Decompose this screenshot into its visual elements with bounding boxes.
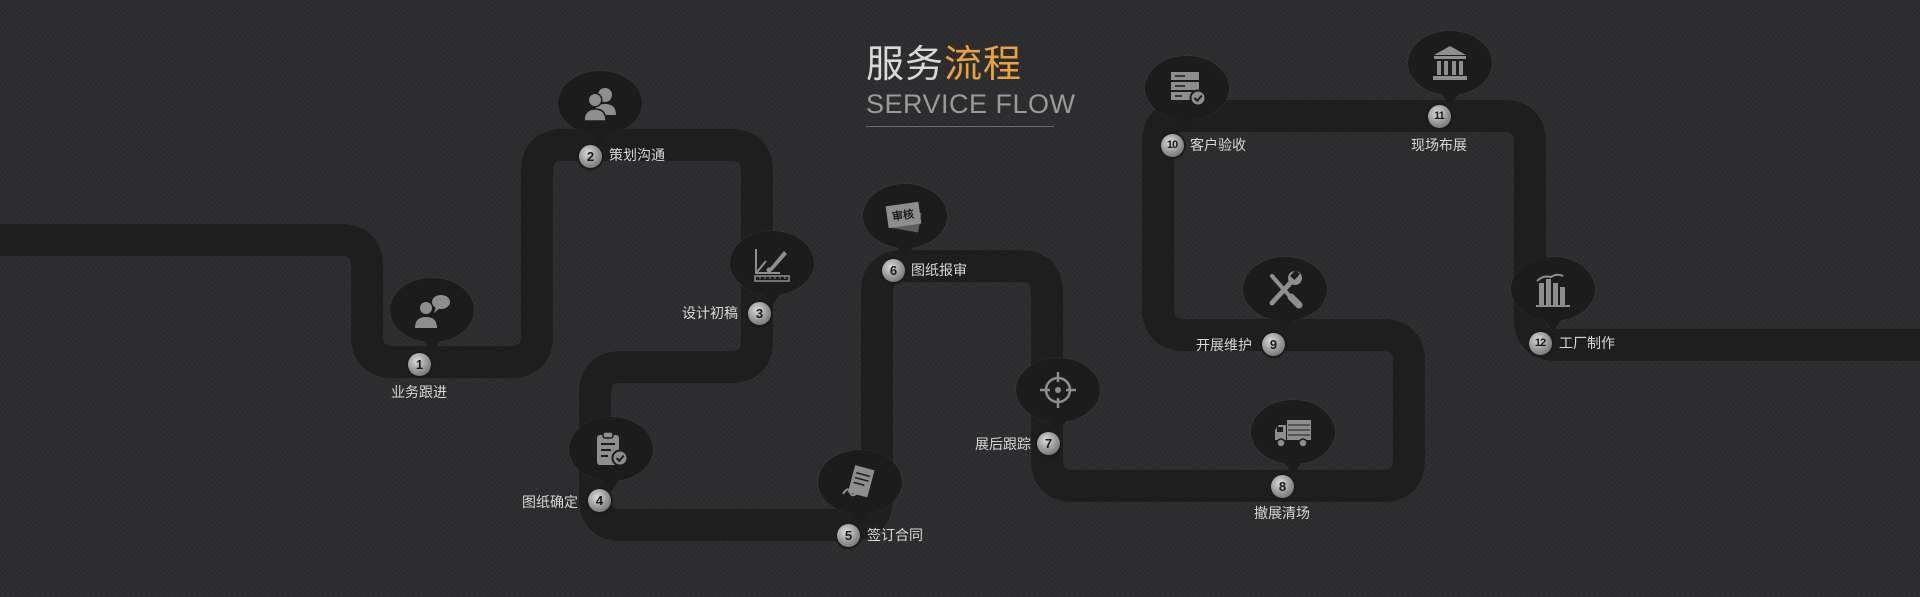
step-5-icon-bubble	[818, 450, 902, 525]
step-11-label: 现场布展	[1411, 138, 1467, 154]
title-underline	[866, 126, 1054, 127]
crosshair-icon	[1040, 372, 1076, 408]
step-6-label: 图纸报审	[911, 263, 967, 279]
design-brush-ruler-icon	[754, 249, 790, 282]
wrench-screwdriver-icon	[1269, 270, 1303, 309]
step-9-label: 开展维护	[1196, 338, 1252, 354]
step-2-number: 2	[578, 144, 602, 168]
step-4-label: 图纸确定	[522, 495, 578, 511]
title-cn-accent: 流程	[944, 42, 1023, 86]
step-5-label: 签订合同	[867, 528, 923, 544]
step-7-icon-bubble	[1016, 358, 1100, 433]
step-8-icon-bubble	[1251, 400, 1335, 475]
step-11-icon-bubble	[1408, 31, 1492, 106]
step-10-number: 10	[1160, 133, 1184, 157]
page-title: 服务流程 SERVICE FLOW	[866, 42, 1076, 127]
step-2-label: 策划沟通	[609, 148, 665, 164]
step-6-number: 6	[881, 258, 905, 282]
review-stamp-icon: 审核	[885, 201, 922, 233]
step-2-icon-bubble	[558, 71, 642, 146]
step-12-label: 工厂制作	[1559, 336, 1615, 352]
speech-person-icon	[415, 295, 450, 328]
clipboard-check-icon	[597, 431, 629, 467]
step-3-number: 3	[747, 301, 771, 325]
stamp-text: 审核	[891, 207, 915, 224]
building-columns-icon	[1433, 46, 1467, 80]
step-12-icon-bubble	[1511, 257, 1595, 332]
factory-icon	[1536, 273, 1570, 307]
step-3-label: 设计初稿	[682, 306, 738, 322]
step-7-label: 展后跟踪	[975, 437, 1031, 453]
server-check-icon	[1171, 72, 1207, 107]
step-9-number: 9	[1261, 332, 1285, 356]
title-chinese: 服务流程	[866, 42, 1054, 86]
step-10-label: 客户验收	[1190, 138, 1246, 154]
step-5-number: 5	[836, 523, 860, 547]
people-icon	[583, 88, 616, 122]
step-3-icon-bubble	[730, 231, 814, 306]
step-6-icon-bubble: 审核	[863, 184, 947, 259]
truck-icon	[1275, 420, 1311, 448]
contract-signature-icon	[842, 465, 875, 498]
step-1-label: 业务跟进	[391, 385, 447, 401]
step-11-number: 11	[1427, 104, 1451, 128]
step-10-icon-bubble	[1145, 56, 1229, 131]
step-8-label: 撤展清场	[1254, 506, 1310, 522]
step-9-icon-bubble	[1243, 257, 1327, 332]
step-1-icon-bubble	[390, 278, 474, 353]
step-8-number: 8	[1270, 474, 1294, 498]
title-english: SERVICE FLOW	[866, 89, 1076, 119]
title-cn-main: 服务	[866, 42, 945, 86]
step-7-number: 7	[1036, 431, 1060, 455]
step-4-icon-bubble	[569, 417, 653, 492]
step-12-number: 12	[1528, 331, 1552, 355]
step-4-number: 4	[587, 488, 611, 512]
step-1-number: 1	[407, 352, 431, 376]
